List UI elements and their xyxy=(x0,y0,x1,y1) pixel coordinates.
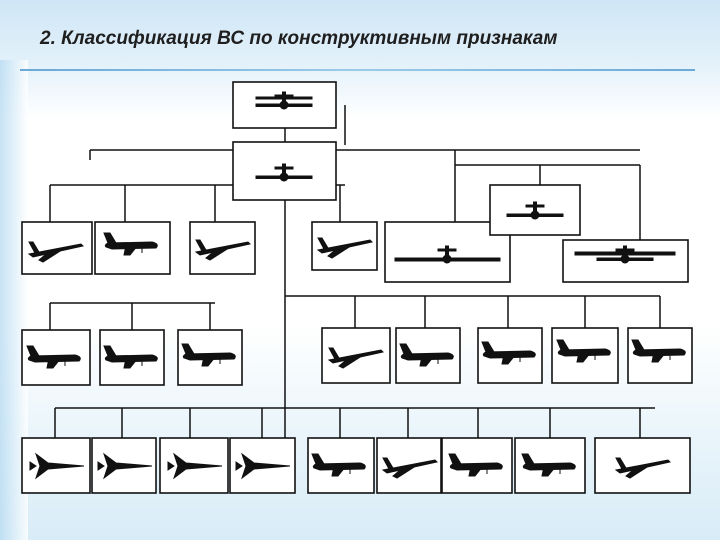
title-underline xyxy=(20,69,695,71)
slide-title: 2. Классификация ВС по конструктивным пр… xyxy=(40,28,558,49)
connector-lines xyxy=(49,105,661,475)
node-boxes xyxy=(21,81,693,494)
